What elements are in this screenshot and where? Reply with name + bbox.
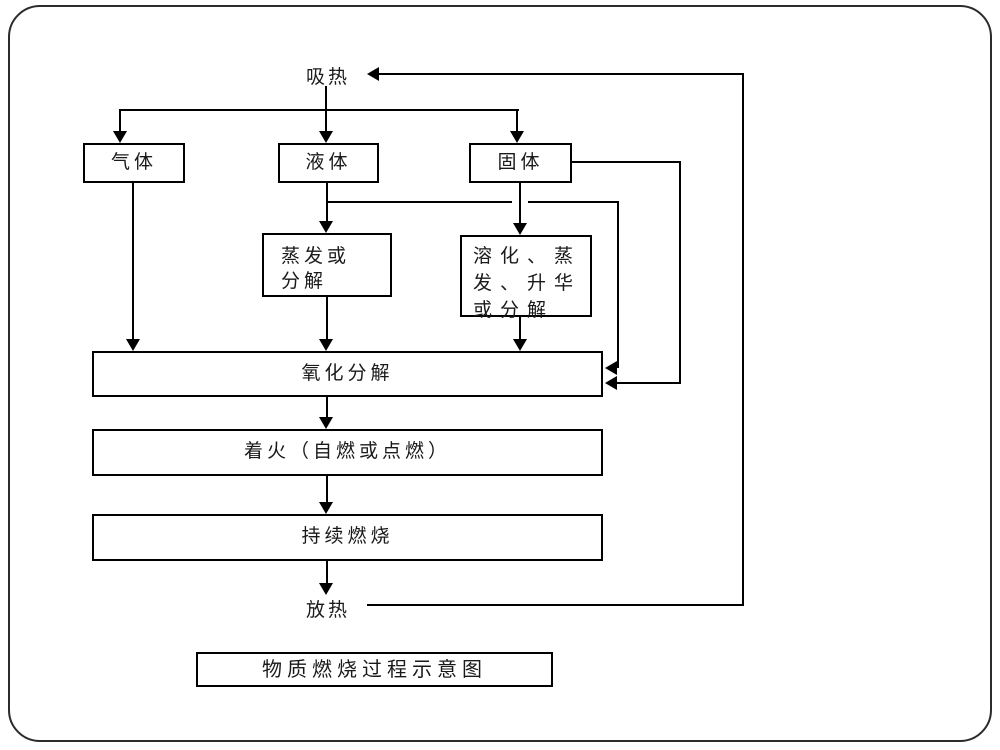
arrowhead-evaporation-into-oxidation <box>319 339 333 351</box>
node-liquid: 液体 <box>278 143 379 183</box>
connector-branch-horizontal <box>119 109 519 111</box>
arrowhead-into-ignition <box>319 417 333 429</box>
arrowhead-liquid-bypass-into-oxidation <box>605 361 617 375</box>
node-oxidation: 氧化分解 <box>92 351 603 397</box>
node-gas-label: 气体 <box>110 151 157 173</box>
node-combustion: 持续燃烧 <box>92 514 603 561</box>
arrowhead-into-heat-release <box>319 583 333 595</box>
arrowhead-into-melting <box>513 223 527 235</box>
node-combustion-label: 持续燃烧 <box>301 526 394 548</box>
connector-feedback-right <box>742 73 744 606</box>
arrowhead-into-solid <box>510 131 524 143</box>
node-solid-label: 固体 <box>497 151 544 173</box>
node-oxidation-label: 氧化分解 <box>301 362 394 384</box>
label-heat-absorb: 吸热 <box>305 67 350 88</box>
connector-feedback-bottom <box>367 604 744 606</box>
caption-label: 物质燃烧过程示意图 <box>262 658 487 681</box>
connector-liquid-bypass-h2 <box>528 201 619 203</box>
node-gas: 气体 <box>83 143 185 183</box>
connector-feedback-top <box>379 73 743 75</box>
caption-box: 物质燃烧过程示意图 <box>196 652 553 687</box>
connector-melting-to-oxidation <box>519 317 521 340</box>
arrowhead-into-combustion <box>319 502 333 514</box>
connector-oxidation-to-ignition <box>326 397 328 418</box>
node-melting-line3: 或分解 <box>473 300 555 321</box>
node-liquid-label: 液体 <box>305 151 352 173</box>
label-heat-release: 放热 <box>305 600 350 621</box>
connector-liquid-bypass-h1 <box>326 201 512 203</box>
arrowhead-into-liquid <box>319 131 333 143</box>
arrowhead-solid-bypass-into-oxidation <box>605 376 617 390</box>
connector-solid-bypass-h2 <box>617 382 681 384</box>
page-border <box>8 5 992 742</box>
node-ignition: 着火（自燃或点燃） <box>92 429 603 476</box>
arrowhead-into-evaporation <box>319 221 333 233</box>
connector-liquid-bypass-v <box>617 201 619 368</box>
node-melting-line2: 发、升华 <box>473 273 582 294</box>
node-evaporation-line2: 分解 <box>281 271 328 292</box>
arrowhead-into-heat-absorb <box>367 67 379 81</box>
connector-solid-bypass-v <box>679 161 681 384</box>
node-evaporation: 蒸发或 分解 <box>262 233 392 297</box>
connector-ignition-to-combustion <box>326 476 328 503</box>
arrowhead-gas-into-oxidation <box>126 339 140 351</box>
node-melting: 溶化、蒸 发、升华 或分解 <box>460 235 592 321</box>
connector-solid-bypass-h1 <box>571 161 681 163</box>
node-ignition-label: 着火（自燃或点燃） <box>243 441 451 463</box>
connector-combustion-to-heatout <box>326 561 328 584</box>
connector-gas-to-oxidation <box>132 183 134 340</box>
node-evaporation-line1: 蒸发或 <box>281 246 351 267</box>
node-solid: 固体 <box>469 143 572 183</box>
connector-branch-to-solid <box>516 109 518 132</box>
arrowhead-melting-into-oxidation <box>513 339 527 351</box>
connector-evaporation-to-oxidation <box>326 297 328 340</box>
connector-solid-down <box>519 183 521 224</box>
node-melting-line1: 溶化、蒸 <box>473 246 582 267</box>
arrowhead-into-gas <box>113 131 127 143</box>
connector-branch-to-gas <box>119 109 121 132</box>
